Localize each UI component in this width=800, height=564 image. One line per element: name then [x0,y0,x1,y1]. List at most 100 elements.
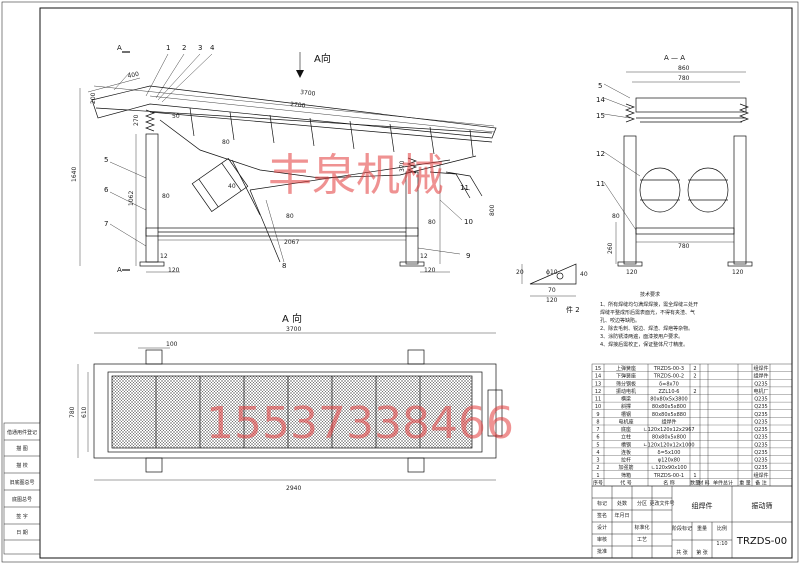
table-cell: 8 [596,419,599,425]
section-view-labels: A — A 5 14 15 12 11 860 780 780 80 260 1… [596,54,744,276]
left-strip-label: 旧底图总号 [9,479,34,486]
left-strip-label: 底图总号 [12,496,32,503]
table-header-cell: 数量 [690,479,700,486]
part-number: 14 [596,96,605,104]
part-number: 5 [104,156,108,164]
mount-plate [407,457,425,473]
top-frame [93,363,497,459]
tb-label: 审核 [597,536,607,543]
mount-plate [407,349,425,365]
part-number: 11 [596,180,605,188]
note-line: 焊缝平整成形后需表面光，不得有夹渣、气 [600,309,695,316]
dimension: 80 [428,219,436,226]
tb-label: 工艺 [637,537,647,543]
right-column [405,171,419,265]
dimension: 80 [612,213,620,220]
section-title: A — A [664,54,685,62]
section-spring-right [739,103,749,123]
dimension: ϕ10 [546,269,558,276]
table-cell: 2 [693,389,696,395]
table-cell: 加强筋 [618,464,633,471]
table-cell: 80x80x5x800 [652,435,686,441]
table-cell: TRZDS-00-2 [653,374,684,380]
dimension: 2700 [290,101,306,110]
part2-gusset [529,263,577,285]
tb-label: 更改文件号 [649,500,674,507]
table-cell: 80x80x5x3800 [650,397,688,403]
table-cell: Q235 [754,397,767,403]
table-cell: 拉杆 [621,457,631,464]
dimension: 780 [69,406,76,418]
product-title: 振动筛 [752,501,773,510]
dimension: 3700 [286,326,301,333]
left-strip-label: 描 校 [16,462,28,469]
mount-plate [145,457,163,473]
table-cell: 横梁 [621,396,631,403]
dimension: 780 [678,75,690,82]
table-cell: 9 [596,412,599,418]
dimension: 260 [607,242,614,254]
section-screen-top [635,97,747,113]
dimension: 200 [90,92,97,104]
dimension: 12 [420,253,428,260]
section-column-right [733,135,747,265]
table-cell: 斜撑 [621,403,631,410]
table-cell: δ=5x100 [658,450,681,456]
table-cell: Q235 [754,458,767,464]
table-cell: 5 [596,442,599,448]
table-cell: 组焊件 [753,365,768,372]
table-cell: 底座 [621,426,631,433]
left-strip-label: 日 期 [16,530,28,536]
screen-box [91,85,497,139]
mount-plate [145,349,163,365]
table-cell: Q235 [754,450,767,456]
table-cell: 13 [595,381,601,387]
table-cell: TRZDS-00-1 [653,473,684,479]
table-cell: Q235 [754,419,767,425]
note-line: 2、除去毛刺、锐边、焊渣、焊疤等杂物。 [600,325,693,332]
side-view [79,51,497,273]
note-line: 1、所有焊缝均匀满焊焊接，需全焊缝三处开 [600,301,698,308]
tb-label: 第 张 [696,549,708,556]
part-number: 3 [198,44,202,52]
dimension: 80 [286,213,294,220]
dimension: 40 [228,183,236,190]
dimension: 120 [424,267,436,274]
tb-label: 处数 [617,500,627,507]
dimension: 50 [172,113,180,120]
tb-label: 标记 [597,500,607,507]
dimension: 120 [168,267,180,274]
part-number: 1 [166,44,170,52]
table-cell: 6 [596,435,599,441]
left-strip-label: 签 字 [16,513,28,520]
tb-label: 标准化 [634,524,649,531]
section-column-left [623,135,637,265]
part-number: 2 [182,44,186,52]
section-spring-left [625,103,635,123]
section-motor-right [687,167,729,213]
table-cell: 筛箱 [621,472,631,479]
table-cell: Q235 [754,435,767,441]
dimension: 1062 [128,191,135,206]
table-header-cell: 材 料 [698,479,710,486]
table-cell: 连板 [621,449,631,456]
table-cell: Q235 [754,427,767,433]
part-number: 15 [596,112,605,120]
screen-mesh [111,375,473,449]
dimension: 3700 [300,89,316,98]
table-cell: 14 [595,374,601,380]
left-strip-labels: 借通用件登记 描 图 描 校 旧底图总号 底图总号 签 字 日 期 [7,429,37,536]
table-cell: 3 [596,458,599,464]
dimension: 80 [162,193,170,200]
part-number: 12 [596,150,605,158]
discharge-lip [487,389,503,437]
table-cell: 上弹簧座 [616,365,636,372]
phone-watermark: 15537338466 [206,398,514,449]
inner-frame [39,7,793,559]
dimension: 80 [222,139,230,146]
table-cell: 电机厂 [753,388,768,395]
table-cell: 2 [693,374,696,380]
table-cell: Q235 [754,404,767,410]
table-cell: Q235 [754,442,767,448]
